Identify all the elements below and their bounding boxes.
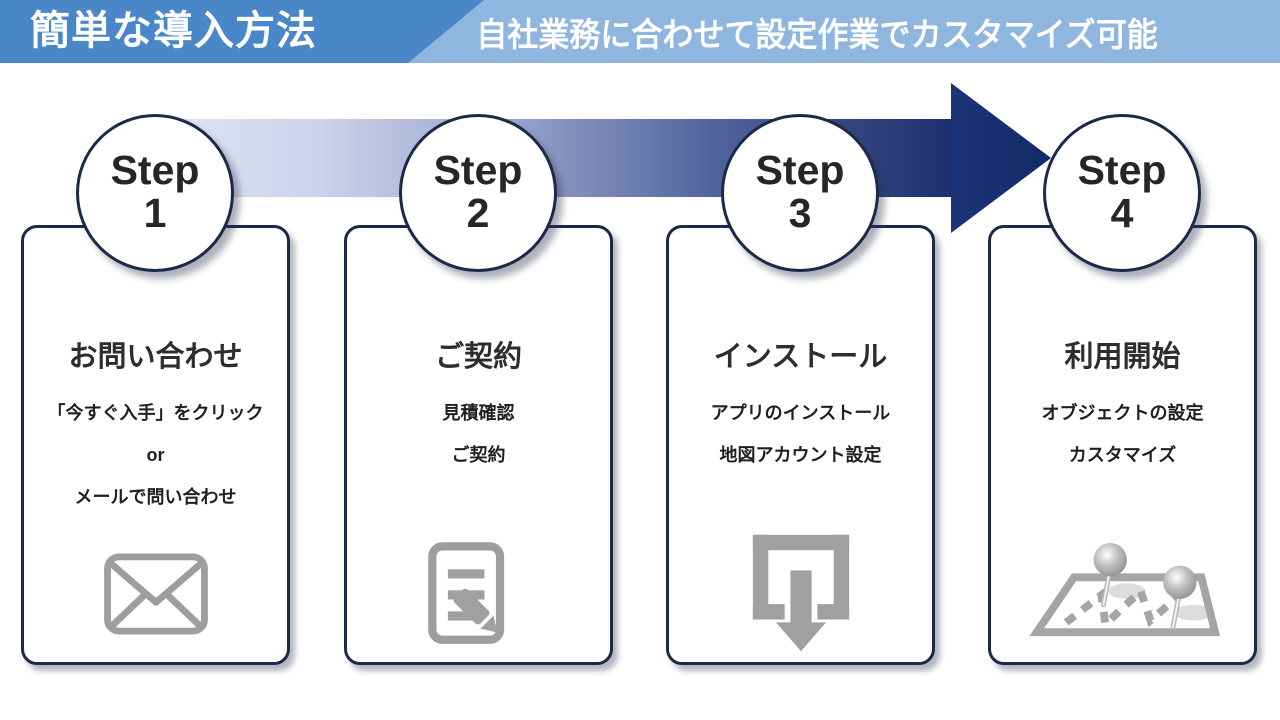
step-card-contact: お問い合わせ 「今すぐ入手」をクリック or メールで問い合わせ (21, 225, 290, 665)
step-card-contract: ご契約 見積確認 ご契約 (344, 225, 613, 665)
step-number: 3 (788, 190, 812, 237)
page-title: 簡単な導入方法 (30, 9, 317, 53)
download-icon (669, 526, 932, 661)
card-description: アプリのインストール 地図アカウント設定 (669, 392, 932, 476)
card-title: 利用開始 (1064, 341, 1181, 373)
card-line: カスタマイズ (1068, 445, 1177, 465)
card-line: or (146, 445, 165, 465)
step-circle-2: Step 2 (399, 114, 557, 272)
process-arrow-head-icon (951, 83, 1051, 233)
step-number: 1 (143, 190, 167, 237)
card-line: 「今すぐ入手」をクリック (47, 403, 264, 423)
card-description: 見積確認 ご契約 (347, 392, 610, 476)
map-pins-icon (991, 526, 1254, 661)
step-label: Step (433, 146, 523, 193)
card-title: お問い合わせ (68, 341, 243, 373)
step-circle-3: Step 3 (721, 114, 879, 272)
card-line: ご契約 (451, 445, 506, 465)
step-circle-4: Step 4 (1043, 114, 1201, 272)
card-line: メールで問い合わせ (74, 487, 237, 507)
step-number: 4 (1110, 190, 1134, 237)
page-subtitle: 自社業務に合わせて設定作業でカスタマイズ可能 (476, 15, 1158, 53)
card-line: 見積確認 (442, 403, 515, 423)
step-circle-1: Step 1 (76, 114, 234, 272)
header-title-bar (0, 0, 484, 63)
envelope-icon (24, 526, 287, 661)
step-card-start: 利用開始 オブジェクトの設定 カスタマイズ (988, 225, 1257, 665)
card-line: アプリのインストール (710, 403, 891, 423)
card-title: ご契約 (434, 341, 522, 373)
step-card-install: インストール アプリのインストール 地図アカウント設定 (666, 225, 935, 665)
card-description: オブジェクトの設定 カスタマイズ (991, 392, 1254, 476)
card-line: 地図アカウント設定 (719, 445, 882, 465)
step-label: Step (1077, 146, 1167, 193)
card-line: オブジェクトの設定 (1041, 403, 1204, 423)
document-pencil-icon (347, 526, 610, 661)
step-label: Step (755, 146, 845, 193)
card-title: インストール (713, 341, 888, 373)
step-number: 2 (466, 190, 490, 237)
card-description: 「今すぐ入手」をクリック or メールで問い合わせ (24, 392, 287, 518)
step-label: Step (110, 146, 200, 193)
